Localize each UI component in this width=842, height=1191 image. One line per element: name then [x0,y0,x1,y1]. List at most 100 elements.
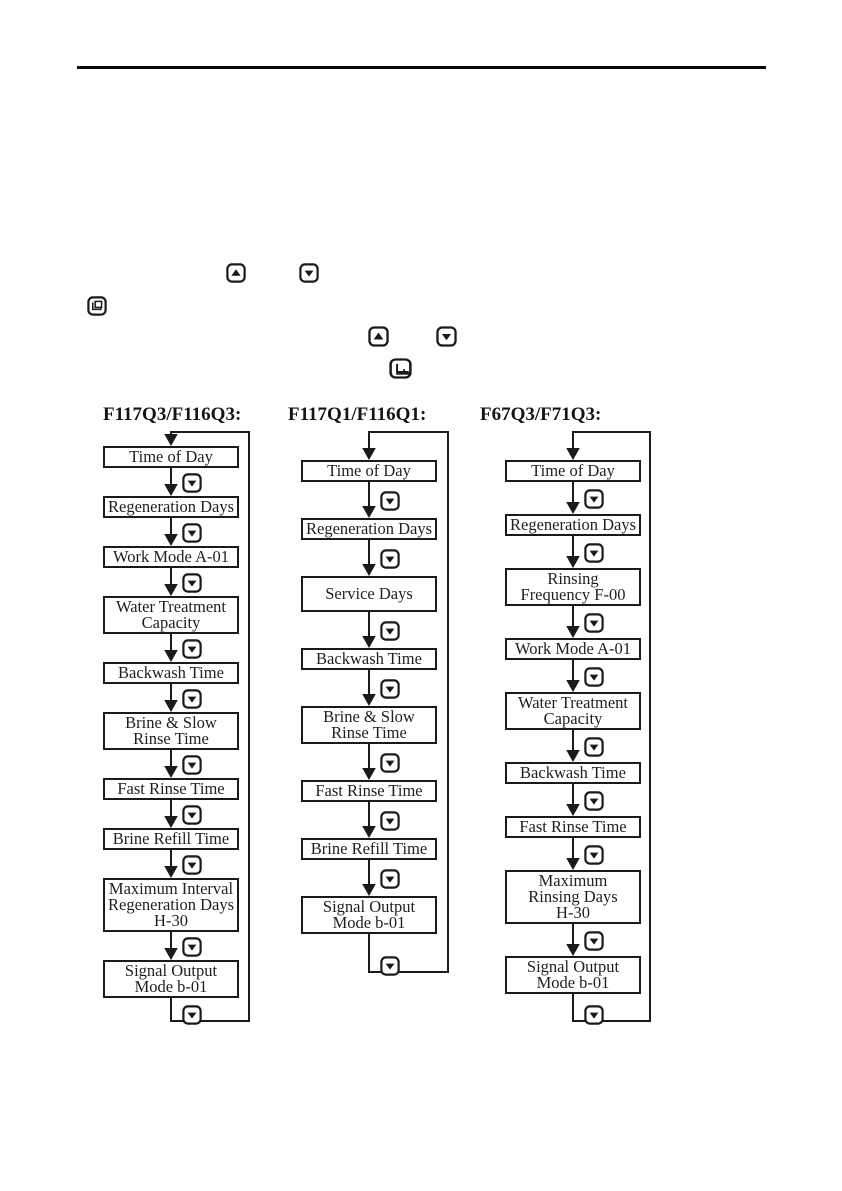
down-arrow-button-icon [584,613,604,633]
flow-node: Maximum Interval Regeneration Days H-30 [103,878,239,932]
connector [505,606,651,638]
flow-node: Fast Rinse Time [505,816,641,838]
connector [505,784,651,816]
down-arrow-button-icon [584,1005,604,1025]
flow-node: Backwash Time [505,762,641,784]
down-arrow-button-icon [380,811,400,831]
down-arrow-button-icon [182,1005,202,1025]
down-arrow [362,670,376,706]
down-arrow [362,540,376,576]
down-arrow [566,482,580,514]
connector [301,802,449,838]
connector [103,468,250,496]
down-arrow [566,784,580,816]
down-arrow-button-icon [182,573,202,593]
connector [505,924,651,956]
connector [103,800,250,828]
down-arrow-button-icon [299,263,319,283]
down-arrow-button-icon [182,473,202,493]
connector [505,730,651,762]
down-arrow [362,802,376,838]
flow-node: Brine & Slow Rinse Time [103,712,239,750]
return-button-icon [87,296,107,316]
down-arrow-button-icon [584,845,604,865]
flow-node: Brine & Slow Rinse Time [301,706,437,744]
down-line [170,998,172,1022]
connector [103,634,250,662]
connector [301,612,449,648]
connector [301,670,449,706]
connector [301,482,449,518]
down-arrow-button-icon [380,491,400,511]
down-arrow-button-icon [584,489,604,509]
down-arrow [362,612,376,648]
flow-node: Regeneration Days [505,514,641,536]
down-arrow [566,536,580,568]
flow-node: Signal Output Mode b-01 [103,960,239,998]
down-arrow [164,568,178,596]
down-arrow [164,850,178,878]
connector [301,744,449,780]
flow-node: Backwash Time [103,662,239,684]
flow-node: Water Treatment Capacity [103,596,239,634]
flow-node: Brine Refill Time [301,838,437,860]
down-arrow-button-icon [182,855,202,875]
connector [505,482,651,514]
down-arrow [164,932,178,960]
down-arrow [566,924,580,956]
down-arrow-button-icon [182,805,202,825]
loop-return-segment [301,934,449,976]
flow-node: Time of Day [103,446,239,468]
flowchart-title: F67Q3/F71Q3: [480,404,602,425]
down-arrow-button-icon [584,737,604,757]
header-rule [77,66,766,69]
down-arrow-button-icon [380,869,400,889]
down-arrow [164,634,178,662]
down-arrow-button-icon [380,549,400,569]
down-arrow [362,482,376,518]
connector [103,750,250,778]
down-arrow-button-icon [584,931,604,951]
up-arrow-button-icon [368,326,389,347]
down-arrow-button-icon [182,937,202,957]
flow-node: Time of Day [505,460,641,482]
down-line [572,994,574,1022]
flow-node: Brine Refill Time [103,828,239,850]
connector [103,850,250,878]
down-arrow [566,838,580,870]
down-arrow [566,606,580,638]
down-arrow-button-icon [380,621,400,641]
flow-node: Work Mode A-01 [505,638,641,660]
entry-down-arrow [505,431,651,460]
manual-regeneration-button-icon [389,358,412,379]
down-arrow-button-icon [584,667,604,687]
connector [103,684,250,712]
down-line [368,934,370,973]
flow-node: Work Mode A-01 [103,546,239,568]
down-arrow-button-icon [182,639,202,659]
connector [301,860,449,896]
down-arrow [164,518,178,546]
down-arrow [362,744,376,780]
loop-return-segment [103,998,250,1025]
connector [103,568,250,596]
flow-node: Regeneration Days [301,518,437,540]
down-arrow-button-icon [182,689,202,709]
flow-node: Water Treatment Capacity [505,692,641,730]
flow-node: Signal Output Mode b-01 [301,896,437,934]
down-arrow-button-icon [182,523,202,543]
down-arrow [164,750,178,778]
down-arrow-button-icon [584,791,604,811]
flow-node: Time of Day [301,460,437,482]
flow-node: Fast Rinse Time [103,778,239,800]
flow-node: Backwash Time [301,648,437,670]
loop-return-segment [505,994,651,1025]
connector [103,932,250,960]
flow-node: Regeneration Days [103,496,239,518]
